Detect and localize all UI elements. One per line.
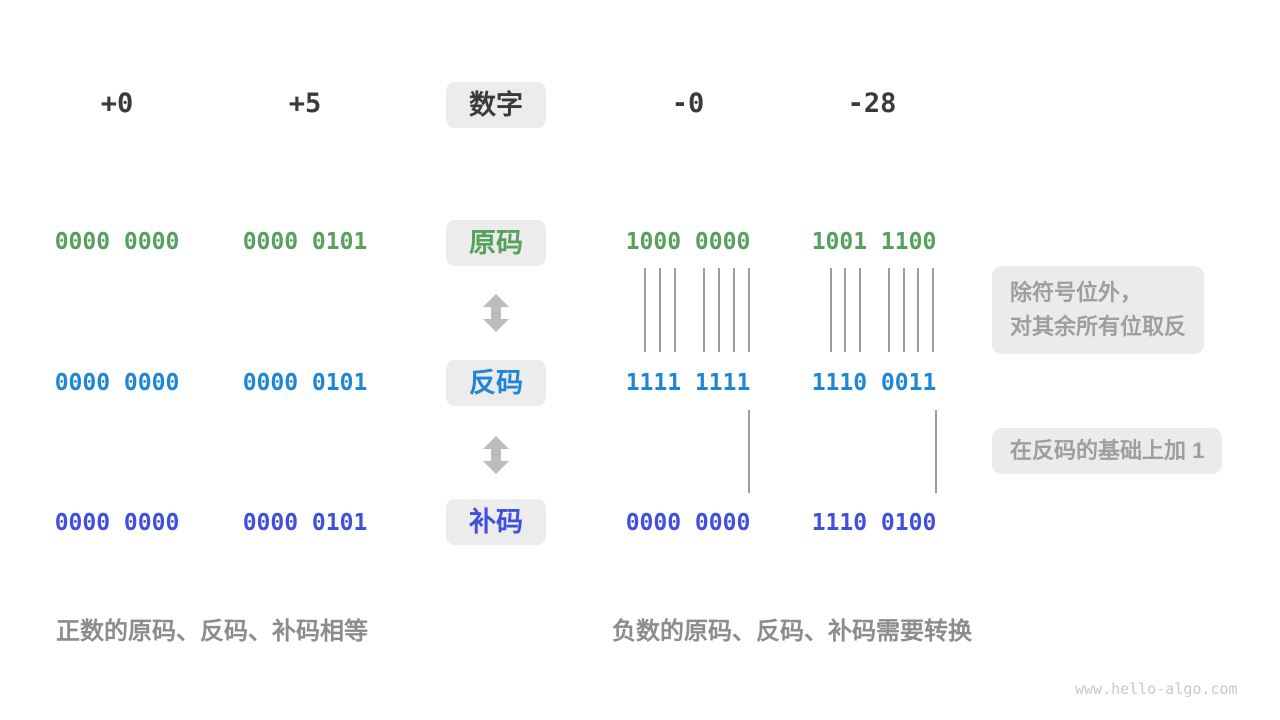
add-one-connector-line	[748, 410, 750, 493]
twos-complement-plus5: 0000 0101	[242, 510, 368, 536]
number-minus-zero: -0	[671, 88, 705, 119]
ones-complement-plus0: 0000 0000	[54, 370, 180, 396]
number-minus-28: -28	[847, 88, 897, 119]
double-arrow-icon	[483, 294, 509, 332]
invert-connector-line	[932, 268, 934, 352]
badge-sign-magnitude: 原码	[446, 220, 546, 266]
badge-number: 数字	[446, 82, 546, 128]
invert-connector-line	[844, 268, 846, 352]
twos-complement-minus28: 1110 0100	[811, 510, 937, 536]
note-add-one: 在反码的基础上加 1	[992, 428, 1223, 474]
sign-magnitude-minus28: 1001 1100	[811, 229, 937, 255]
twos-complement-plus0: 0000 0000	[54, 510, 180, 536]
invert-connector-line	[718, 268, 720, 352]
invert-connector-line	[830, 268, 832, 352]
note-invert-line2: 对其余所有位取反	[1010, 314, 1187, 339]
number-plus-five: +5	[288, 88, 322, 119]
note-invert-bits: 除符号位外， 对其余所有位取反	[992, 266, 1205, 354]
invert-connector-line	[703, 268, 705, 352]
invert-connector-line	[644, 268, 646, 352]
ones-complement-minus28: 1110 0011	[811, 370, 937, 396]
caption-negative-numbers: 负数的原码、反码、补码需要转换	[612, 618, 972, 645]
badge-ones-complement: 反码	[446, 360, 546, 406]
badge-twos-complement: 补码	[446, 499, 546, 545]
add-one-connector-line	[935, 410, 937, 493]
invert-connector-line	[859, 268, 861, 352]
caption-positive-numbers: 正数的原码、反码、补码相等	[56, 618, 368, 645]
invert-connector-line	[917, 268, 919, 352]
invert-connector-line	[659, 268, 661, 352]
watermark-url: www.hello-algo.com	[1075, 680, 1238, 698]
invert-connector-line	[748, 268, 750, 352]
twos-complement-minus0: 0000 0000	[625, 510, 751, 536]
invert-connector-line	[733, 268, 735, 352]
note-invert-line1: 除符号位外，	[1010, 280, 1143, 305]
sign-magnitude-plus5: 0000 0101	[242, 229, 368, 255]
ones-complement-minus0: 1111 1111	[625, 370, 751, 396]
ones-complement-plus5: 0000 0101	[242, 370, 368, 396]
invert-connector-line	[888, 268, 890, 352]
sign-magnitude-plus0: 0000 0000	[54, 229, 180, 255]
number-plus-zero: +0	[100, 88, 134, 119]
double-arrow-icon	[483, 436, 509, 474]
invert-connector-line	[674, 268, 676, 352]
invert-connector-line	[903, 268, 905, 352]
sign-magnitude-minus0: 1000 0000	[625, 229, 751, 255]
